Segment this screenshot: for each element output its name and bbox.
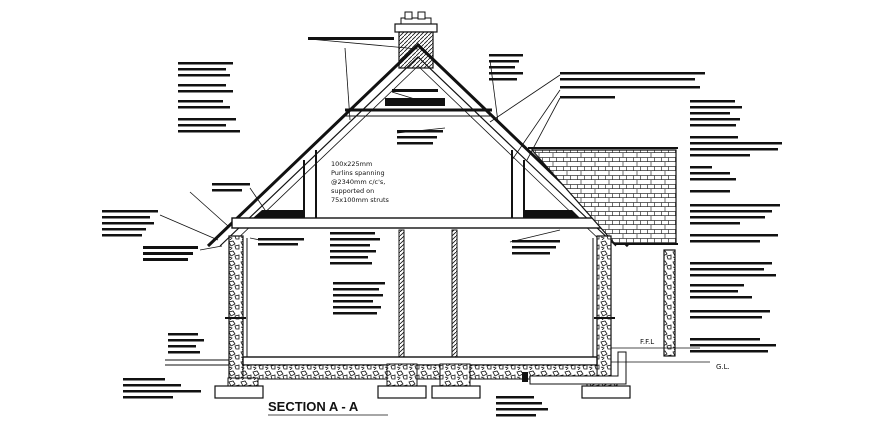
level-lines bbox=[165, 347, 710, 366]
note-line-5: 75x100mm struts bbox=[331, 196, 390, 204]
eaves-insulation-left bbox=[253, 210, 305, 218]
note-line-1: 100x225mm bbox=[331, 160, 372, 168]
chimney bbox=[394, 11, 438, 69]
floor-and-foundations bbox=[214, 351, 631, 399]
annotation-blocks bbox=[102, 37, 782, 417]
purlin-note: 100x225mm Purlins spanning @2340mm c/c's… bbox=[331, 160, 390, 204]
ffl-label: F.F.L bbox=[640, 338, 654, 346]
main-roof bbox=[206, 42, 630, 248]
extension-roof bbox=[528, 147, 678, 245]
note-line-2: Purlins spanning bbox=[331, 169, 385, 177]
eaves-insulation-right bbox=[525, 210, 580, 218]
ridge-insulation bbox=[385, 98, 445, 106]
gl-label: G.L. bbox=[716, 363, 730, 371]
note-line-3: @2340mm c/c's, bbox=[331, 178, 385, 186]
section-title: SECTION A - A bbox=[268, 399, 359, 414]
walls bbox=[225, 229, 676, 387]
note-line-4: supported on bbox=[331, 187, 374, 195]
